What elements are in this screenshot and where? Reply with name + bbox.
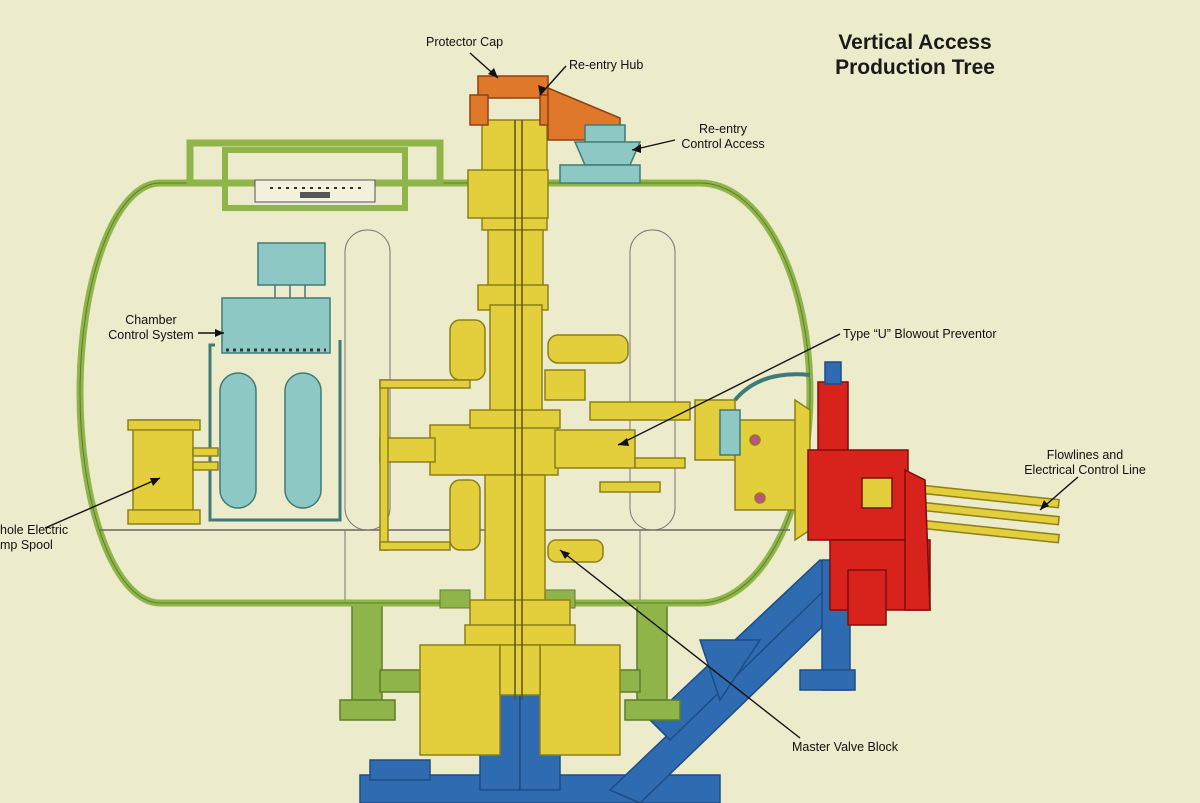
label-protector-cap: Protector Cap xyxy=(426,35,504,49)
blue-cap-top xyxy=(824,361,842,385)
label-flowlines: Flowlines and Electrical Control Line xyxy=(1010,448,1160,478)
diagram-title: Vertical Access Production Tree xyxy=(800,30,1030,80)
bore-lines xyxy=(514,120,523,700)
pump-spool xyxy=(127,419,219,525)
blue-support-frame xyxy=(359,559,856,803)
label-reentry-control-access: Re-entry Control Access xyxy=(668,122,778,152)
control-line xyxy=(733,372,811,402)
label-chamber-control-line-2: Control System xyxy=(108,328,194,342)
label-blowout-preventor: Type “U” Blowout Preventor xyxy=(843,327,997,341)
label-reentry-control-access-line-2: Control Access xyxy=(681,137,765,151)
chamber-hull xyxy=(76,139,814,609)
bop-side-teal xyxy=(719,409,741,456)
label-flowlines-line-1: Flowlines and xyxy=(1046,448,1124,462)
label-reentry-control-access-line-1: Re-entry xyxy=(699,122,747,136)
reentry-control-access xyxy=(559,124,642,184)
label-reentry-hub: Re-entry Hub xyxy=(569,58,644,72)
bop-side-assembly xyxy=(694,398,811,542)
leader-lines xyxy=(44,52,1079,739)
leader-arrowheads xyxy=(150,68,1049,559)
chamber-control-system xyxy=(208,242,342,522)
label-pump-spool: hole Electric mp Spool xyxy=(0,523,68,553)
label-chamber-control-system: Chamber Control System xyxy=(96,313,206,343)
label-flowlines-line-2: Electrical Control Line xyxy=(1024,463,1146,477)
label-pump-spool-line-2: mp Spool xyxy=(0,538,53,552)
red-flowline-connector xyxy=(807,381,931,626)
title-line-1: Vertical Access xyxy=(838,31,992,54)
title-line-2: Production Tree xyxy=(835,56,995,79)
label-chamber-control-line-1: Chamber xyxy=(125,313,177,327)
label-master-valve-block: Master Valve Block xyxy=(792,740,899,754)
label-pump-spool-line-1: hole Electric xyxy=(0,523,69,537)
